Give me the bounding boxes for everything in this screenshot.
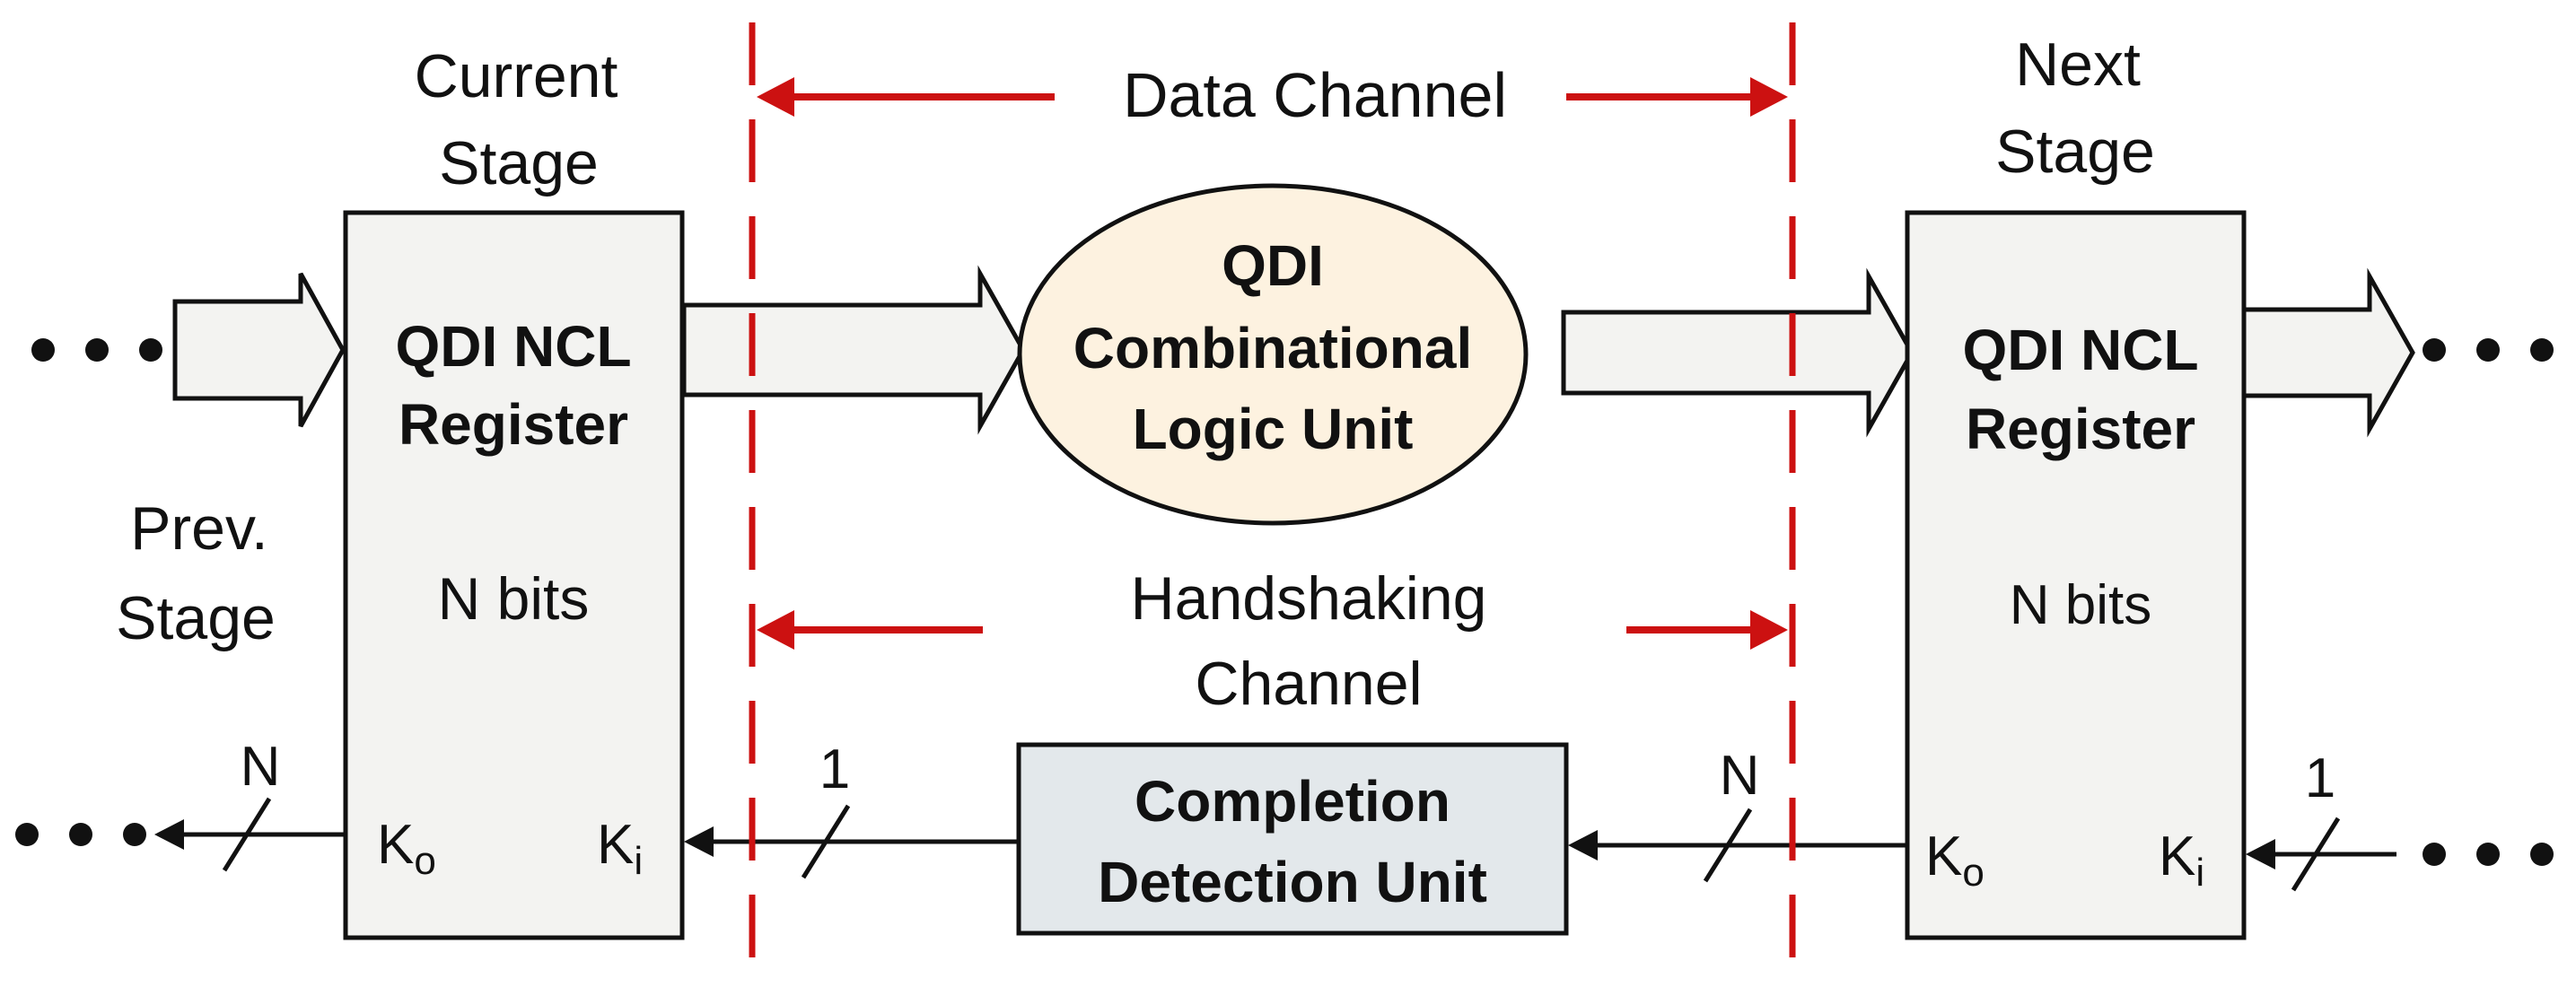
next-register-title-2: Register (1966, 397, 2195, 461)
ellipsis-top-right (2423, 338, 2554, 362)
current-register-bits: N bits (438, 565, 590, 632)
next-register-ki: Ki (2159, 826, 2204, 895)
handshaking-label-2: Channel (1195, 650, 1422, 718)
ack-arrowhead-current-ki (684, 826, 714, 857)
completion-detection-unit (1016, 742, 1569, 936)
next-register-box (1905, 210, 2247, 940)
ellipsis-top-left (31, 338, 162, 362)
next-register-title-1: QDI NCL (1962, 318, 2198, 382)
logic-unit-line-1: QDI (1222, 233, 1324, 298)
prev-stage-label-2: Stage (116, 584, 276, 652)
bus-slash-left (222, 797, 272, 872)
current-register-ki: Ki (597, 814, 643, 883)
next-stage-label-2: Stage (1995, 118, 2155, 186)
hs-channel-arrowhead-left (757, 610, 794, 650)
data-channel-label: Data Channel (1123, 60, 1507, 130)
completion-unit-line-2: Detection Unit (1098, 850, 1487, 914)
ack-arrowhead-prev (154, 819, 184, 850)
data-arrow-output (2239, 267, 2415, 438)
ack-arrowhead-cd (1568, 830, 1598, 861)
current-stage-label-1: Current (415, 42, 618, 110)
current-register-box (343, 210, 685, 940)
data-channel-arrowhead-left (757, 77, 794, 117)
bus-slash-right (2291, 817, 2341, 892)
current-stage-label-2: Stage (439, 129, 599, 197)
next-stage-label-1: Next (2015, 31, 2141, 99)
combinational-logic-unit (1017, 183, 1529, 526)
logic-unit-line-3: Logic Unit (1133, 397, 1414, 461)
prev-stage-label-1: Prev. (130, 494, 268, 563)
current-register-ko: Ko (377, 814, 436, 883)
logic-unit-line-2: Combinational (1073, 316, 1472, 380)
hs-channel-arrowhead-right (1750, 610, 1788, 650)
ack-arrowhead-next-ki (2246, 839, 2275, 869)
next-register-bits: N bits (2010, 574, 2151, 636)
data-arrow-logic-to-register (1561, 267, 1914, 438)
bus-slash-cd-out (801, 804, 851, 879)
bus-width-cd-out: 1 (819, 738, 850, 800)
bus-width-right-in: 1 (2305, 747, 2335, 809)
bus-width-left-out: N (241, 736, 281, 798)
completion-unit-line-1: Completion (1135, 769, 1450, 834)
ellipsis-bottom-left (15, 823, 146, 846)
current-register-title-2: Register (399, 392, 628, 457)
ellipsis-bottom-right (2423, 843, 2554, 866)
handshaking-label-1: Handshaking (1131, 564, 1487, 633)
bus-width-next-ko: N (1720, 745, 1760, 807)
data-channel-arrowhead-right (1750, 77, 1788, 117)
next-register-ko: Ko (1925, 826, 1985, 895)
data-arrow-register-to-logic (681, 265, 1026, 435)
bus-slash-next-ko (1703, 808, 1753, 883)
data-arrow-input (172, 272, 346, 428)
current-register-title-1: QDI NCL (395, 314, 631, 379)
